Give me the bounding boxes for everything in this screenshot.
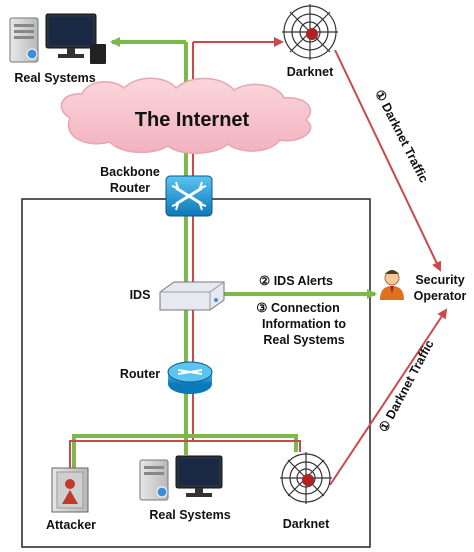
ids-alerts-label: ② IDS Alerts bbox=[259, 274, 333, 288]
monitor-icon bbox=[175, 455, 223, 497]
darknet-traffic-top-label: ① Darknet Traffic bbox=[372, 87, 431, 184]
attacker-label: Attacker bbox=[46, 518, 96, 532]
router-icon bbox=[167, 361, 213, 394]
ids-label: IDS bbox=[130, 288, 151, 302]
server-icon bbox=[9, 17, 39, 63]
spider-web-icon bbox=[282, 4, 338, 60]
real-systems-bottom: Real Systems bbox=[139, 455, 231, 522]
darknet-top-label: Darknet bbox=[287, 65, 334, 79]
backbone-router-label-2: Router bbox=[110, 181, 150, 195]
router-label: Router bbox=[120, 367, 160, 381]
real-systems-top-label: Real Systems bbox=[14, 71, 95, 85]
real-systems-top: Real Systems bbox=[9, 13, 106, 85]
red-link-bottom bbox=[69, 440, 301, 470]
internet-cloud: The Internet bbox=[60, 77, 312, 154]
darknet-traffic-top-link bbox=[334, 49, 442, 272]
backbone-router-label-1: Backbone bbox=[100, 165, 160, 179]
backbone-router-icon bbox=[165, 175, 213, 217]
server-icon bbox=[139, 459, 169, 501]
connection-info-label-3: Real Systems bbox=[263, 333, 344, 347]
green-link-bottom bbox=[72, 434, 188, 468]
connection-info-label-2: Information to bbox=[262, 317, 346, 331]
security-operator-label-2: Operator bbox=[414, 289, 467, 303]
real-systems-bottom-label: Real Systems bbox=[149, 508, 230, 522]
ids-appliance-icon bbox=[159, 281, 225, 311]
operator-icon bbox=[380, 270, 404, 300]
spider-web-icon bbox=[280, 452, 332, 504]
darknet-bottom-label: Darknet bbox=[283, 517, 330, 531]
darknet-traffic-bottom-label: ① Darknet Traffic bbox=[376, 338, 436, 435]
attacker-server-icon bbox=[51, 467, 89, 513]
connection-info-label-1: ③ Connection bbox=[256, 301, 339, 315]
green-link-bottom-right bbox=[186, 434, 298, 452]
security-operator-label-1: Security bbox=[415, 273, 464, 287]
monitor-icon bbox=[45, 13, 106, 64]
internet-label: The Internet bbox=[135, 109, 250, 131]
darknet-traffic-bottom-link bbox=[329, 308, 448, 486]
